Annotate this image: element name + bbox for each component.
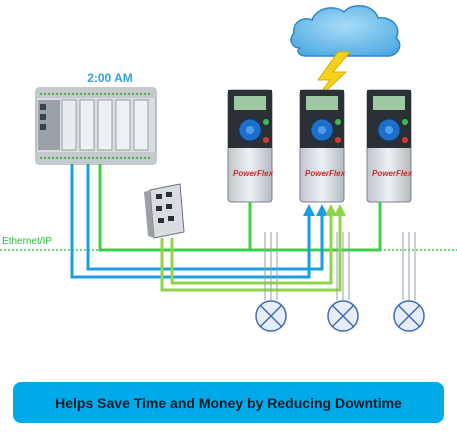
benefit-banner-text: Helps Save Time and Money by Reducing Do…: [55, 394, 402, 411]
drive-2-brand: PowerFlex: [305, 169, 346, 178]
motor-1: [255, 300, 287, 332]
storm-cloud-icon: [290, 5, 401, 57]
drive-1-brand: PowerFlex: [233, 169, 274, 178]
ethernet-cable: [98, 164, 382, 252]
ethernet-switch-icon: [144, 183, 185, 239]
time-label: 2:00 AM: [87, 71, 133, 85]
drive-2: PowerFlex: [299, 89, 346, 203]
plc-controller-icon: [35, 87, 157, 165]
switch-cables: [160, 204, 346, 292]
drive-1: PowerFlex: [227, 89, 274, 203]
motor-feed-lines: [264, 232, 416, 300]
blue-cables: [70, 164, 328, 279]
drive-3: PowerFlex: [366, 89, 413, 203]
lightning-bolt-icon: [311, 51, 352, 105]
drive-3-brand: PowerFlex: [372, 169, 413, 178]
motor-3: [393, 300, 425, 332]
benefit-banner: Helps Save Time and Money by Reducing Do…: [13, 382, 444, 423]
ethernet-ip-label: Ethernet/IP: [2, 236, 53, 247]
motor-2: [327, 300, 359, 332]
